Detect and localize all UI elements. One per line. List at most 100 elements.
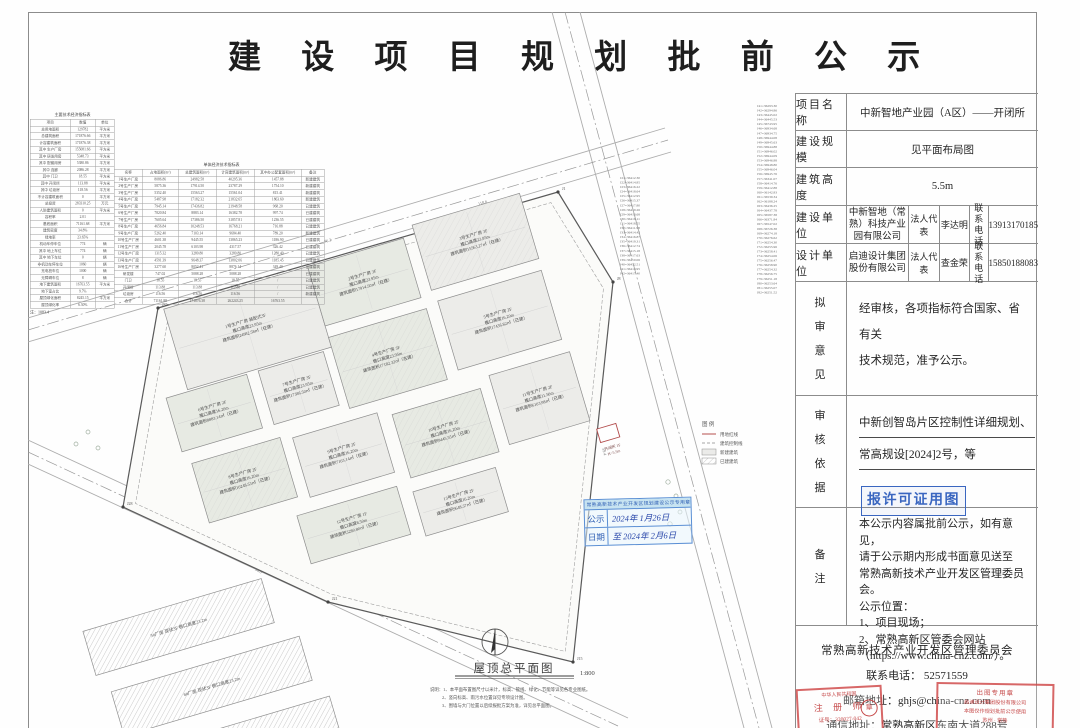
authority-addr: 通信地址：常熟高新区东南大道288号: [826, 720, 1008, 728]
table-cell: 其中 门卫: [30, 173, 71, 181]
table-cell: 绿地率: [30, 233, 71, 241]
table-cell: 1号生产厂房: [114, 175, 143, 183]
table-cell: 24982.58: [178, 175, 217, 183]
plan-note: 2、竖向标高、雨污水位置详见专项设计图。: [442, 694, 528, 701]
table-cell: 18.55: [178, 277, 217, 285]
table-cell: 16382.78: [216, 209, 255, 217]
sheet-right-border: [1036, 12, 1037, 728]
table-cell: 辆: [95, 240, 115, 248]
table-cell: 基底面积: [30, 220, 71, 228]
boundary-point: J1: [556, 186, 566, 194]
table-cell: 71161.88: [142, 297, 179, 305]
table-cell: 71161.68: [70, 220, 96, 228]
plan-title: 屋顶总平面图: [474, 661, 555, 675]
basis-line: 常高规设[2024]2号，等: [859, 442, 1035, 470]
table-cell: 31857.81: [216, 216, 255, 224]
table-cell: 人防建筑面积: [30, 206, 71, 214]
svg-text:用地红线: 用地红线: [720, 431, 738, 438]
table-cell: 已建建筑: [301, 263, 325, 271]
table-cell: 17914.50: [178, 182, 217, 190]
text-line: J29=36413.68: [620, 212, 640, 217]
table-cell: 10号生产厂房: [114, 236, 143, 244]
table-cell: 9648.37: [178, 256, 217, 264]
basis-line: 中新创智岛片区控制性详细规划、: [859, 410, 1035, 438]
column-header: 名称: [114, 169, 143, 177]
table-cell: 已建建筑: [301, 256, 325, 264]
table-cell: 5088.28: [178, 270, 217, 278]
text-line: J54=36948.80: [757, 163, 777, 168]
table-title: 主要技术经济指标表: [54, 112, 91, 118]
table-cell: 5487.98: [142, 196, 179, 204]
table-cell: 平方米: [95, 125, 115, 133]
table-cell: 建筑密度: [30, 227, 71, 235]
table-cell: 0: [70, 193, 96, 201]
svg-text:59.4: 59.4: [601, 448, 608, 457]
table-cell: /: [254, 283, 302, 291]
remark-row: 备注 本公示内容属批前公示，如有意见，请于公示期内形成书面意见送至常熟高新技术产…: [796, 508, 1038, 662]
table-cell: 平方米: [95, 294, 115, 302]
table-cell: 9445.55: [178, 236, 217, 244]
table-cell: 129782: [70, 125, 96, 133]
text-line: J34=36416.87: [620, 235, 640, 240]
table-cell: 0: [70, 254, 96, 262]
text-line: J42=36294.86: [757, 108, 777, 113]
table-cell: 171876.38: [70, 139, 96, 147]
table-cell: 已建建筑: [301, 243, 325, 251]
text-line: J58=36414.76: [757, 181, 777, 186]
stamp-row-label: 公示: [584, 509, 609, 528]
table-cell: [95, 301, 115, 309]
text-line: 1、项目现场；: [859, 617, 931, 629]
table-cell: 垃圾房: [114, 290, 143, 298]
authority-name: 常熟高新技术产业开发区管理委员会: [821, 645, 1013, 657]
table-cell: 辆: [95, 267, 115, 275]
table-cell: 5380.86: [70, 159, 96, 167]
table-cell: 326.42: [254, 243, 302, 251]
building-group: 1号生产厂房 装配式3F檐口高度23.95m建筑面积24982.58㎡（在建）2…: [82, 192, 622, 728]
table-cell: 13865.23: [216, 236, 255, 244]
table-cell: 充电桩车位: [30, 267, 71, 275]
rep-label: 法人代表: [909, 206, 940, 243]
text-line: J68=36726.38: [757, 226, 777, 231]
table-cell: 5352.40: [142, 189, 179, 197]
plan-note: 说明：1、本平面布置图尺寸以米计，标高、管线、绿化、节能等详见各专业图纸。: [430, 686, 590, 693]
table-cell: 新建建筑: [301, 290, 325, 298]
table-cell: 4317.57: [216, 243, 255, 251]
remark-text: 本公示内容属批前公示，如有意见，请于公示期内形成书面意见送至常熟高新技术产业开发…: [847, 508, 1038, 662]
text-line: 公示位置：: [859, 600, 914, 613]
table-cell: 平方米: [95, 146, 115, 154]
stamp-date-end: 至 2024年 2月6日: [612, 529, 677, 542]
table-cell: 平方米: [95, 179, 115, 187]
table-cell: 774: [70, 240, 96, 248]
column-header: 计容建筑面积(m²): [216, 169, 255, 177]
text-line: J32=36411.98: [620, 226, 640, 231]
table-cell: 1236.55: [254, 216, 302, 224]
table-cell: 1315.32: [142, 250, 179, 258]
table-cell: 15561.04: [216, 189, 255, 197]
text-line: 经审核，各项指标符合国家、省有关: [859, 303, 1020, 341]
table-cell: 774: [70, 247, 96, 255]
table-cell: 已建建筑: [301, 216, 325, 224]
table-cell: 16763.55: [254, 297, 302, 305]
table-cell: 23787.29: [216, 182, 255, 190]
registration-seal: 中华人民共和国 注 册 师 证号：320027-042 章: [795, 684, 885, 728]
table-cell: 辆: [95, 254, 115, 262]
text-line: J28=36419.26: [620, 207, 640, 212]
